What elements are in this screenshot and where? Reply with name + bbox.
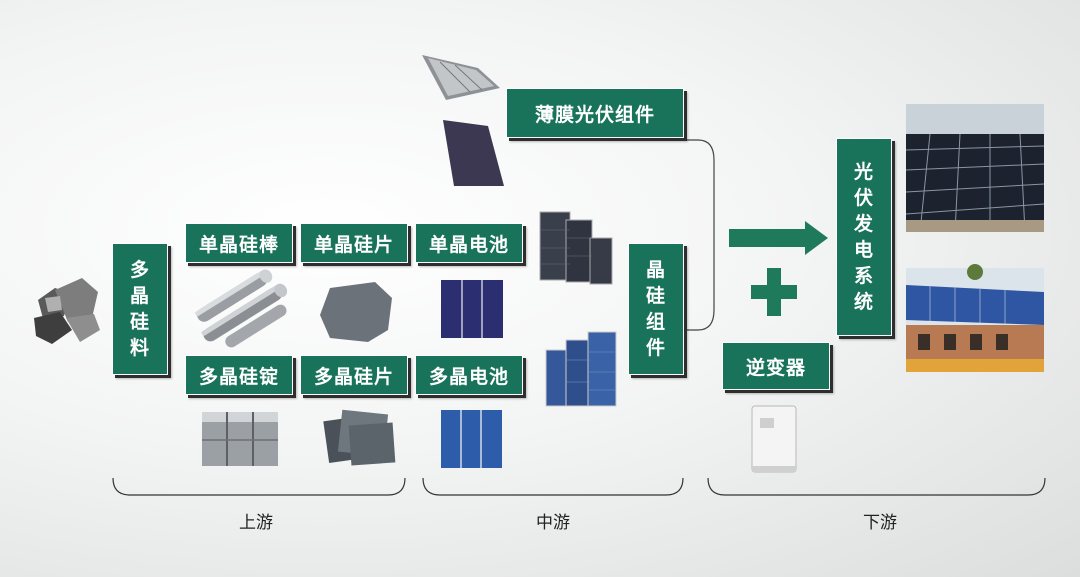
- thin-film-panel-image: [443, 120, 504, 186]
- inverter-label: 逆变器: [745, 356, 806, 379]
- mono-wafer-image: [320, 282, 392, 342]
- solar-farm-photo: [905, 104, 1045, 233]
- upstream-bracket: [112, 477, 406, 496]
- mono-ingot-label: 单晶硅棒: [198, 233, 279, 256]
- poly-modules-image: [545, 331, 617, 407]
- crystalline-module-box: 晶硅组件: [628, 243, 684, 375]
- poly-ingot-label: 多晶硅锭: [198, 365, 279, 388]
- thin-film-module-label: 薄膜光伏组件: [534, 103, 655, 126]
- stage-midstream-label: 中游: [536, 513, 570, 533]
- poly-wafer-label: 多晶硅片: [313, 365, 394, 388]
- mono-wafer-label: 单晶硅片: [313, 233, 394, 256]
- plus-icon: [751, 268, 797, 316]
- mono-cell-box: 单晶电池: [415, 223, 523, 263]
- midstream-bracket: [422, 477, 684, 496]
- poly-wafer-image: [323, 409, 396, 466]
- poly-silicon-raw-label: 多晶硅料: [130, 259, 151, 359]
- flexible-thin-film-image: [422, 55, 500, 100]
- poly-cell-box: 多晶电池: [415, 355, 523, 395]
- mono-cell-label: 单晶电池: [428, 233, 509, 256]
- poly-ingot-image: [202, 412, 278, 466]
- poly-wafer-box: 多晶硅片: [300, 355, 408, 395]
- rooftop-solar-photo: [906, 264, 1044, 372]
- mono-wafer-box: 单晶硅片: [300, 223, 408, 263]
- poly-ingot-box: 多晶硅锭: [185, 355, 293, 395]
- inverter-image: [751, 405, 797, 473]
- pv-system-box: 光伏发电系统: [836, 138, 892, 336]
- mono-modules-image: [539, 211, 613, 285]
- inverter-box: 逆变器: [722, 342, 830, 390]
- poly-cell-label: 多晶电池: [428, 365, 509, 388]
- thin-film-module-box: 薄膜光伏组件: [506, 88, 684, 138]
- stage-upstream-label: 上游: [239, 513, 273, 533]
- mono-ingot-box: 单晶硅棒: [185, 223, 293, 263]
- module-merge-connector: [686, 139, 715, 331]
- stage-downstream-label: 下游: [863, 513, 897, 533]
- downstream-bracket: [707, 477, 1046, 496]
- mono-ingot-image: [195, 269, 288, 348]
- crystalline-module-label: 晶硅组件: [646, 259, 667, 359]
- pv-system-label: 光伏发电系统: [854, 161, 875, 313]
- poly-silicon-raw-box: 多晶硅料: [112, 243, 168, 375]
- poly-cell-image: [441, 410, 502, 468]
- mono-cell-image: [441, 280, 503, 338]
- polysilicon-chunks-image: [34, 278, 100, 344]
- flow-arrow: [729, 221, 828, 255]
